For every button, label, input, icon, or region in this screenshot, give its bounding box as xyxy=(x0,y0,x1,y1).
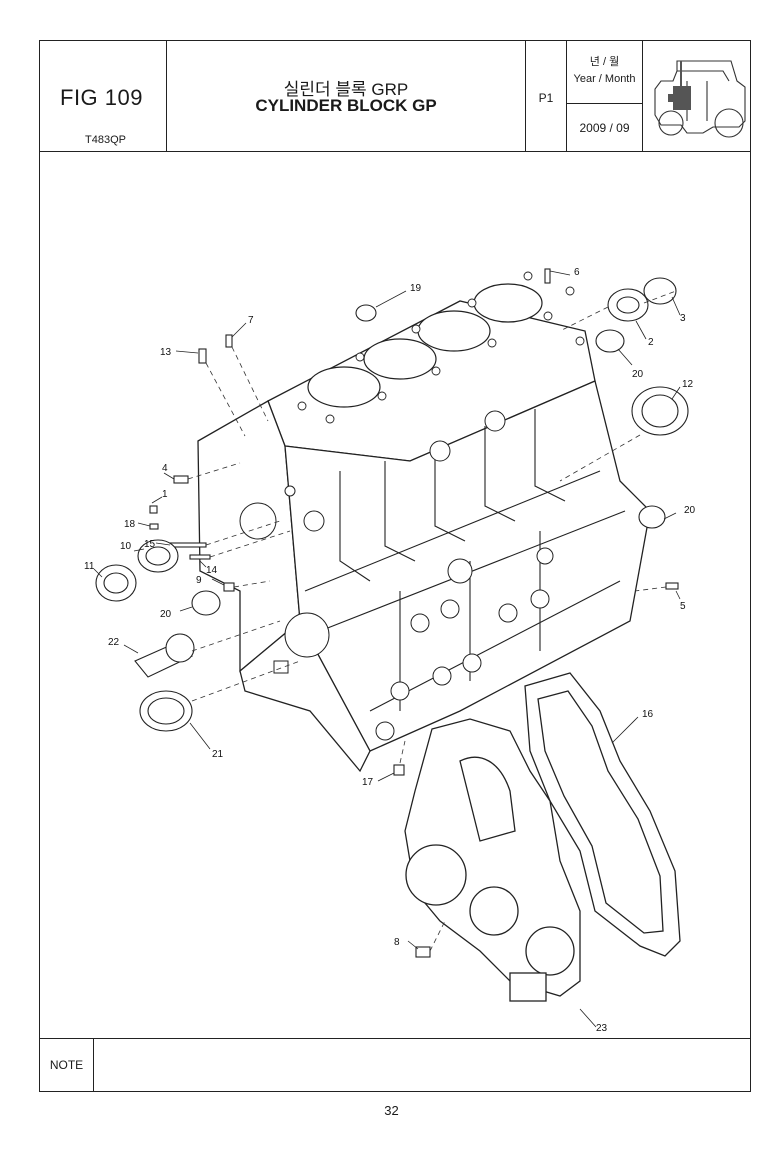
callout-7: 7 xyxy=(248,315,254,326)
callout-22: 22 xyxy=(108,637,120,648)
callout-12: 12 xyxy=(682,379,694,390)
page-frame: FIG 109 T483QP 실린더 블록 GRP CYLINDER BLOCK… xyxy=(39,40,751,1092)
page-code: P1 xyxy=(538,91,554,105)
callout-11: 11 xyxy=(84,561,95,572)
part-9-plug xyxy=(223,582,235,592)
callout-23: 23 xyxy=(596,1023,608,1034)
part-18-pin xyxy=(149,523,159,530)
callout-19: 19 xyxy=(410,283,422,294)
block-bosses xyxy=(375,410,554,741)
callout-20: 20 xyxy=(160,609,172,620)
callout-10: 10 xyxy=(120,541,132,552)
cylinder-bores xyxy=(307,283,543,408)
title-english: CYLINDER BLOCK GP xyxy=(255,96,437,115)
callout-20: 20 xyxy=(684,505,696,516)
page-code-cell: P1 xyxy=(526,41,567,151)
callout-6: 6 xyxy=(574,267,580,278)
note-row: NOTE xyxy=(40,1038,750,1091)
year-month-label-english: Year / Month xyxy=(573,73,636,85)
note-label: NOTE xyxy=(40,1039,94,1091)
year-month-label-korean: 년 / 월 xyxy=(589,56,620,68)
callout-1: 1 xyxy=(162,489,168,500)
callout-20: 20 xyxy=(632,369,644,380)
part-7-pin xyxy=(225,334,233,348)
callout-9: 9 xyxy=(196,575,202,586)
part-8-bolt xyxy=(415,946,431,958)
tractor-location-icon xyxy=(654,60,746,138)
title-cell: 실린더 블록 GRP CYLINDER BLOCK GP xyxy=(167,41,526,151)
date-value: 2009 / 09 xyxy=(579,121,630,135)
date-divider xyxy=(567,103,642,104)
rear-gasket xyxy=(524,672,681,957)
part-20-bush-mid xyxy=(638,505,666,529)
tractor-icon-cell xyxy=(643,41,750,151)
part-5-pin xyxy=(665,582,679,590)
callout-15: 15 xyxy=(144,539,156,550)
part-14-stud xyxy=(189,554,211,560)
model-code: T483QP xyxy=(85,134,126,146)
callout-4: 4 xyxy=(162,463,168,474)
title-korean: 실린더 블록 GRP xyxy=(283,80,409,99)
page-number: 32 xyxy=(384,1103,399,1118)
figure-cell: FIG 109 T483QP xyxy=(40,41,167,151)
callout-17: 17 xyxy=(362,777,374,788)
part-20-bush-left xyxy=(191,590,221,616)
part-15-stud xyxy=(169,542,207,548)
leader-lines xyxy=(93,270,681,1028)
callout-8: 8 xyxy=(394,937,400,948)
callout-21: 21 xyxy=(212,749,224,760)
callout-5: 5 xyxy=(680,601,686,612)
callout-3: 3 xyxy=(680,313,686,324)
part-callouts: 19 6 7 13 3 2 20 12 4 1 18 15 14 10 11 9 20 22 20 5 21 17 16 8 2… xyxy=(84,267,696,1034)
part-20-bush-top xyxy=(595,329,625,353)
part-17-plug xyxy=(393,764,405,776)
front-gasket xyxy=(404,718,581,1002)
small-parts xyxy=(95,268,689,958)
callout-18: 18 xyxy=(124,519,136,530)
exploded-parts-diagram: 19 6 7 13 3 2 20 12 4 1 18 15 14 10 11 9 20 22 20 5 21 17 16 8 2… xyxy=(40,151,750,1038)
cylinder-block-diagram: 19 6 7 13 3 2 20 12 4 1 18 15 14 10 11 9 20 22 20 5 21 17 16 8 2… xyxy=(84,267,696,1034)
deck-bolt-holes xyxy=(297,271,585,424)
part-1-pin xyxy=(149,505,158,514)
figure-number: FIG 109 xyxy=(60,85,143,110)
part-4-dowel xyxy=(173,475,189,484)
part-19-plug xyxy=(355,304,377,322)
part-13-bolt xyxy=(198,348,207,364)
front-face-details xyxy=(239,485,330,674)
callout-14: 14 xyxy=(206,565,218,576)
part-3-cap xyxy=(643,277,677,305)
callout-2: 2 xyxy=(648,337,654,348)
date-cell: 년 / 월 Year / Month 2009 / 09 xyxy=(567,41,643,151)
header-row: FIG 109 T483QP 실린더 블록 GRP CYLINDER BLOCK… xyxy=(40,41,750,152)
callout-16: 16 xyxy=(642,709,654,720)
part-6-pin xyxy=(544,268,551,284)
assembly-lines xyxy=(187,290,677,952)
callout-13: 13 xyxy=(160,347,172,358)
